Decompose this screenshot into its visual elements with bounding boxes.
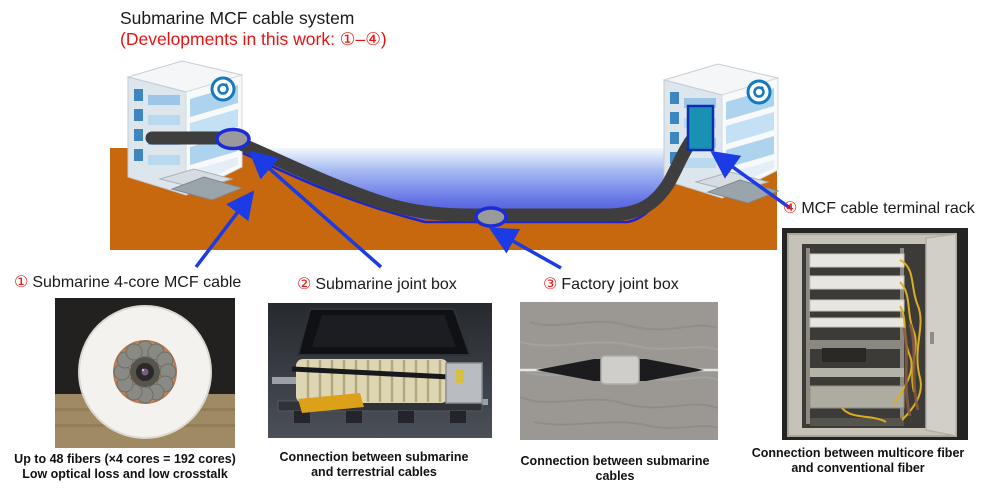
item4-number-badge: ④ [783,200,798,217]
item3-label-text: Factory joint box [561,276,679,293]
caption-item1-line1: Up to 48 fibers (×4 cores = 192 cores) [14,452,236,466]
title-sub-red: (Developments in this work: ①–④) [120,29,387,49]
landing-station-right [662,62,780,205]
caption-item3: Connection between submarine cables [505,454,725,484]
sea-water [231,148,689,220]
caption-item2-line2: and terrestrial cables [311,465,437,479]
submarine-joint-marker [215,127,251,151]
photo-mcf-cable-cross-section [55,298,235,448]
title-main: Submarine MCF cable system [120,8,355,28]
arrow-factory-joint [488,227,562,270]
arrow-mcf-cable [194,190,255,269]
factory-joint-marker [474,206,508,228]
arrow-terminal-rack [710,150,792,210]
photo-submarine-joint-box [268,303,492,438]
photo-factory-joint-box [520,302,718,440]
submarine-cable [145,125,705,222]
caption-item2-line1: Connection between submarine [279,450,469,464]
caption-item4: Connection between multicore fiber and c… [748,446,968,476]
caption-item2: Connection between submarine and terrest… [274,450,474,480]
caption-item1: Up to 48 fibers (×4 cores = 192 cores) L… [0,452,250,482]
diagram-title: Submarine MCF cable system (Developments… [120,8,387,50]
caption-item1-line2: Low optical loss and low crosstalk [22,467,228,481]
item1-number-badge: ① [14,274,29,291]
caption-item4-line2: and conventional fiber [791,461,925,475]
item1-label-text: Submarine 4-core MCF cable [32,274,242,291]
caption-item3-line1: Connection between submarine cables [520,454,710,483]
item3-number-badge: ③ [543,276,558,293]
photo-terminal-rack [782,228,968,440]
item2-number-badge: ② [297,276,312,293]
terminal-rack-highlight [686,104,715,152]
item4-label-text: MCF cable terminal rack [801,200,975,217]
caption-item4-line1: Connection between multicore fiber [751,446,965,460]
item2-label-text: Submarine joint box [315,276,457,293]
arrow-submarine-joint [248,150,383,269]
